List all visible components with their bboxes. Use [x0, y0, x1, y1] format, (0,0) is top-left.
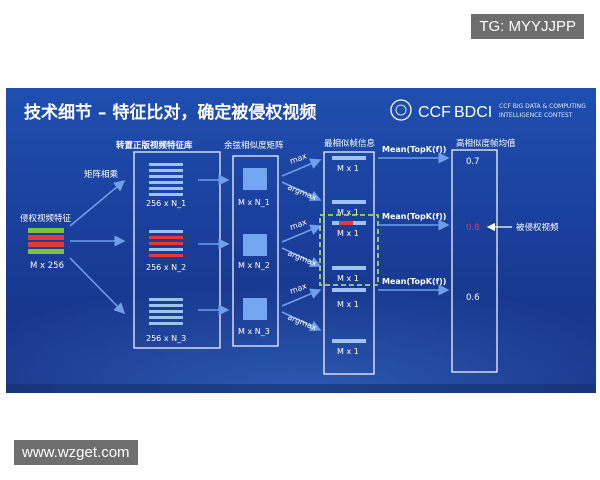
- watermark-bottom: www.wzget.com: [14, 440, 138, 465]
- arrow: [69, 179, 126, 227]
- frame-cell-6: M x 1: [332, 339, 366, 356]
- frame-cell-label: M x 1: [337, 274, 359, 283]
- frame-cell-label: M x 1: [337, 300, 359, 309]
- frame-cell-label: M x 1: [337, 229, 359, 238]
- frame-cell-3: M x 1: [332, 221, 366, 238]
- mean-arrow-2: Mean(TopK(f)): [378, 212, 450, 231]
- query-feature: 侵权视频特征 M x 256: [20, 213, 72, 271]
- arrow: [281, 288, 322, 307]
- frame-cell-1: M x 1: [332, 156, 366, 173]
- slide-title: 技术细节 – 特征比对，确定被侵权视频: [24, 102, 316, 123]
- query-dim: M x 256: [30, 261, 64, 271]
- cosine-label: 余弦相似度矩阵: [224, 140, 284, 151]
- frame-cell-label: M x 1: [337, 164, 359, 173]
- slide: 技术细节 – 特征比对，确定被侵权视频 CCF BDCI CCF BIG DAT…: [6, 88, 596, 393]
- contest-seal-icon: [390, 99, 412, 121]
- frame-cell-5: M x 1: [332, 288, 366, 309]
- matmul-label: 矩阵相乘: [84, 169, 119, 180]
- argmax-op: argmax: [286, 183, 318, 203]
- library-block-label: 256 x N_1: [146, 199, 186, 208]
- arrow: [69, 257, 126, 315]
- score-3: 0.6: [466, 293, 480, 303]
- logo-line-1: CCF BIG DATA & COMPUTING: [499, 103, 586, 110]
- query-label: 侵权视频特征: [20, 213, 72, 224]
- score-2-highlighted: 0.8: [466, 223, 480, 233]
- cosine-block-label: M x N_1: [238, 198, 270, 207]
- diagram-canvas: 技术细节 – 特征比对，确定被侵权视频 CCF BDCI CCF BIG DAT…: [6, 99, 596, 393]
- arrow: [281, 181, 322, 201]
- arrow: [281, 247, 322, 267]
- library-block-3: 256 x N_3: [146, 298, 186, 343]
- cosine-block-label: M x N_2: [238, 261, 270, 270]
- arrow: [281, 311, 322, 331]
- logo-line-2: INTELLIGENCE CONTEST: [499, 112, 573, 119]
- frame-cell-4: M x 1: [332, 266, 366, 283]
- cosine-container: [232, 155, 279, 347]
- mean-op: Mean(TopK(f)): [382, 145, 446, 154]
- infringed-label: 被侵权视频: [516, 222, 559, 233]
- max-op: max: [289, 217, 309, 232]
- library-container: [133, 151, 221, 349]
- mean-op: Mean(TopK(f)): [382, 212, 446, 221]
- contest-logo: CCF BDCI CCF BIG DATA & COMPUTING INTELL…: [390, 99, 586, 121]
- logo-bdci: BDCI: [454, 104, 492, 121]
- query-row: [28, 242, 64, 247]
- library-block-1: 256 x N_1: [146, 163, 186, 208]
- watermark-top: TG: MYYJJPP: [471, 14, 584, 39]
- library-block-2: 256 x N_2: [146, 230, 186, 272]
- score-1: 0.7: [466, 157, 480, 167]
- logo-ccf: CCF: [418, 104, 451, 121]
- query-row: [28, 249, 64, 254]
- score-container: [451, 149, 498, 373]
- library-label: 转置正版视频特征库: [116, 140, 193, 151]
- background-glow: [6, 238, 596, 393]
- floor-strip: [6, 384, 596, 393]
- cosine-block-1: M x N_1: [238, 168, 270, 207]
- mean-op: Mean(TopK(f)): [382, 277, 446, 286]
- frame-cell-label: M x 1: [337, 347, 359, 356]
- cosine-block-3: M x N_3: [238, 298, 270, 336]
- library-block-label: 256 x N_3: [146, 334, 186, 343]
- frame-label: 最相似帧信息: [324, 138, 376, 149]
- mean-arrow-3: Mean(TopK(f)): [378, 277, 450, 296]
- query-row: [28, 235, 64, 240]
- max-op: max: [289, 151, 309, 166]
- arrow: [281, 224, 322, 243]
- cosine-block-2: M x N_2: [238, 234, 270, 270]
- highlight-box: [319, 214, 379, 286]
- avg-label: 高相似度帧均值: [456, 138, 516, 149]
- query-row: [28, 228, 64, 233]
- mean-arrow-1: Mean(TopK(f)): [378, 145, 450, 164]
- frame-cell-label: M x 1: [337, 208, 359, 217]
- arrow: [281, 158, 322, 177]
- library-block-label: 256 x N_2: [146, 263, 186, 272]
- max-argmax-group-1: max argmax: [281, 151, 322, 203]
- cosine-block-label: M x N_3: [238, 327, 270, 336]
- frame-cell-2: M x 1: [332, 200, 366, 217]
- frame-container: [323, 151, 375, 375]
